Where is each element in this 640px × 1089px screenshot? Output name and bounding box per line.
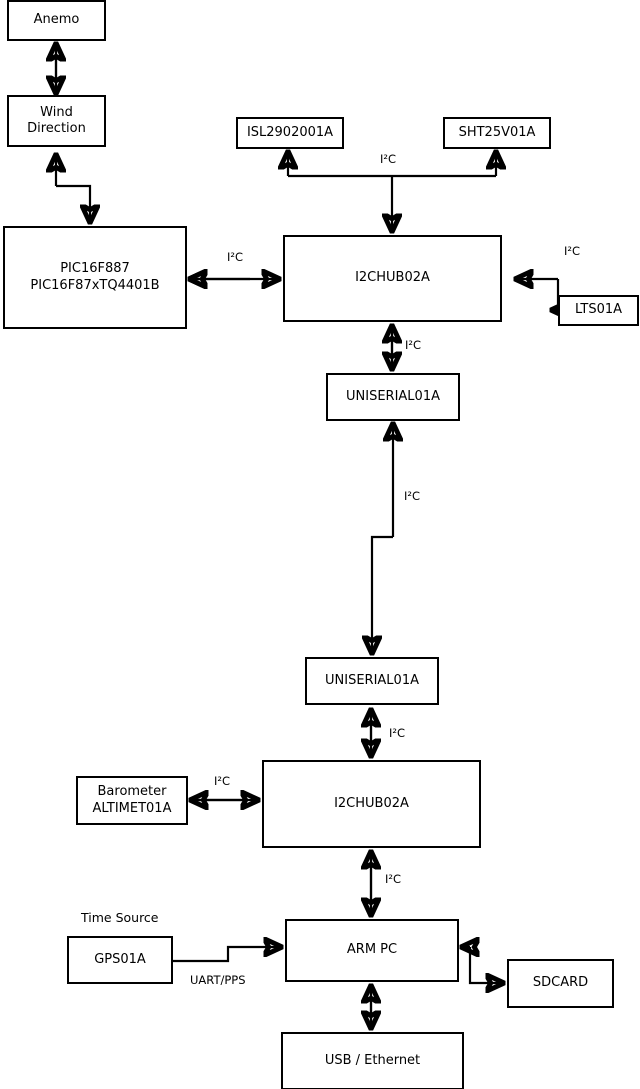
edge-label-hub-to-lts: I²C <box>564 244 581 258</box>
node-i2chub02a-top[interactable]: I2CHUB02A <box>283 235 502 322</box>
edge-label-pic-to-hub: I²C <box>227 250 244 264</box>
node-isl2902001a[interactable]: ISL2902001A <box>236 117 344 149</box>
node-sht25v01a-label: SHT25V01A <box>458 124 536 140</box>
edge-label-barometer-to-hub2: I²C <box>214 774 231 788</box>
node-i2chub02a-bottom-label: I2CHUB02A <box>334 795 409 811</box>
node-uniserial01a-top[interactable]: UNISERIAL01A <box>326 373 460 421</box>
edge-label-uniserial-to-hub2: I²C <box>389 726 406 740</box>
node-sdcard[interactable]: SDCARD <box>507 959 614 1008</box>
node-arm-pc[interactable]: ARM PC <box>285 919 459 982</box>
node-sht25v01a[interactable]: SHT25V01A <box>443 117 551 149</box>
node-uniserial01a-bottom[interactable]: UNISERIAL01A <box>305 657 439 705</box>
wire-armpc-to-sdcard <box>468 947 502 983</box>
node-gps01a-label: GPS01A <box>94 951 146 967</box>
node-lts01a-label: LTS01A <box>574 302 623 318</box>
node-barometer-altimet01a-label: Barometer ALTIMET01A <box>92 784 172 816</box>
edge-label-hub2-to-armpc: I²C <box>385 872 402 886</box>
edge-label-uniserial-link: I²C <box>404 489 421 503</box>
node-lts01a[interactable]: LTS01A <box>558 295 639 326</box>
edge-label-sensors-bus: I²C <box>380 152 397 166</box>
node-i2chub02a-bottom[interactable]: I2CHUB02A <box>262 760 481 848</box>
node-gps01a[interactable]: GPS01A <box>67 936 173 984</box>
node-uniserial01a-top-label: UNISERIAL01A <box>346 388 440 404</box>
node-anemo[interactable]: Anemo <box>7 0 106 41</box>
wire-wind-to-pic <box>56 184 90 221</box>
node-pic-mcu[interactable]: PIC16F887 PIC16F87xTQ4401B <box>3 226 187 329</box>
node-pic-mcu-label: PIC16F887 PIC16F87xTQ4401B <box>30 261 160 293</box>
node-barometer-altimet01a[interactable]: Barometer ALTIMET01A <box>76 776 188 825</box>
node-usb-ethernet[interactable]: USB / Ethernet <box>281 1032 464 1089</box>
node-usb-ethernet-label: USB / Ethernet <box>324 1052 421 1068</box>
edge-label-gps-to-armpc: UART/PPS <box>190 973 246 987</box>
node-arm-pc-label: ARM PC <box>346 942 398 958</box>
wire-uniserial-link-down <box>372 535 393 652</box>
node-wind-direction[interactable]: Wind Direction <box>7 95 106 147</box>
node-anemo-label: Anemo <box>33 12 80 28</box>
node-isl2902001a-label: ISL2902001A <box>246 124 334 140</box>
node-wind-direction-label: Wind Direction <box>27 104 86 136</box>
label-time-source: Time Source <box>81 910 159 925</box>
node-i2chub02a-top-label: I2CHUB02A <box>355 270 430 286</box>
node-uniserial01a-bottom-label: UNISERIAL01A <box>325 672 419 688</box>
node-sdcard-label: SDCARD <box>532 975 589 991</box>
edge-label-hub-to-uniserial: I²C <box>405 338 422 352</box>
wire-gps-to-armpc <box>173 947 280 963</box>
